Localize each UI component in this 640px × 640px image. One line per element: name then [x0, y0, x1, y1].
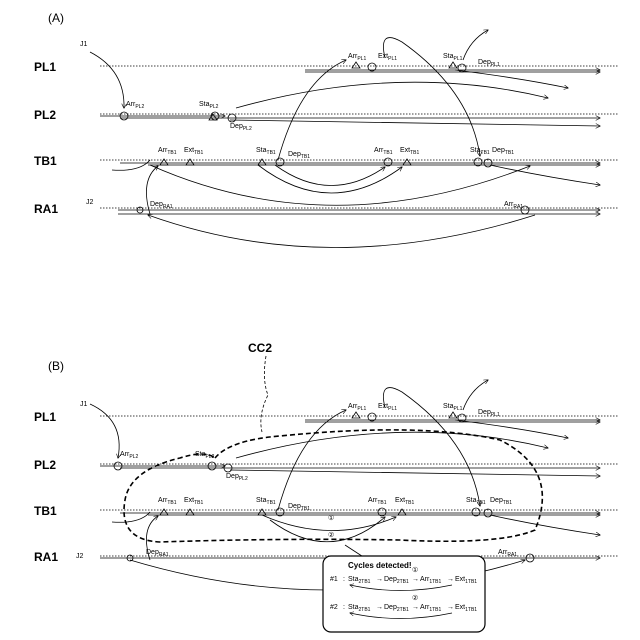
dependency-arc: [463, 380, 488, 410]
event-label: ArrTB1: [158, 147, 177, 156]
panel-b-train-paths: [100, 420, 600, 558]
junction-label: J1: [80, 41, 88, 48]
train-path: [490, 515, 600, 535]
cycle-separator: :: [343, 576, 345, 583]
event-label: DepPL1: [478, 409, 500, 418]
event-label: ArrPL1: [348, 53, 366, 62]
cycle-arrow: →: [447, 576, 454, 583]
event-label: DepPL2: [226, 473, 248, 482]
event-label: ExtTB1: [184, 147, 204, 156]
dependency-arc: [90, 52, 124, 108]
panel-b-label: (B): [48, 359, 64, 373]
event-label: ArrTB1: [374, 147, 393, 156]
event-label: StaTB1: [470, 147, 490, 156]
event-label: ExtTB1: [400, 147, 420, 156]
event-node: [398, 509, 406, 515]
event-label: StaPL2: [199, 101, 219, 110]
event-label: ExtTB1: [395, 497, 415, 506]
train-path: [112, 512, 150, 522]
dependency-arc: [236, 82, 548, 108]
event-label: DepTB1: [288, 151, 310, 160]
event-label: StaPL1: [443, 403, 463, 412]
panel-b-lanes: [100, 416, 618, 556]
event-label: ExtTB1: [184, 497, 204, 506]
event-label: DepPL1: [478, 59, 500, 68]
panel-a: (A) PL1 PL2 TB1 RA1 J1 J2: [34, 11, 618, 248]
lane-label: RA1: [34, 202, 58, 216]
panel-b-event-labels: ArrPL1 ExtPL1 StaPL1 DepPL1 ArrPL2 StaPL…: [120, 403, 517, 558]
lane-label: RA1: [34, 550, 58, 564]
panel-b: (B) CC2 PL1 PL2 TB1 RA1 J1 J2: [34, 341, 618, 632]
event-label: DepTB1: [492, 147, 514, 156]
cycle-boundary-cc2: [124, 430, 542, 542]
panel-a-label: (A): [48, 11, 64, 25]
lane-label: TB1: [34, 504, 57, 518]
panel-a-train-paths: [100, 70, 600, 214]
event-label: ArrRA1: [498, 549, 517, 558]
dependency-arc: [258, 165, 402, 193]
cycle-marker: ①: [412, 566, 418, 574]
lane-label: TB1: [34, 154, 57, 168]
cycle-marker: ②: [412, 594, 418, 602]
event-node: [352, 62, 360, 68]
dependency-arc: [278, 410, 346, 510]
cycles-detected-box: Cycles detected! #1 : Sta2TB1 → Dep2TB1 …: [323, 556, 485, 632]
event-node: [352, 412, 360, 418]
junction-label: J2: [76, 553, 84, 560]
event-label: ArrTB1: [158, 497, 177, 506]
train-path: [230, 470, 600, 476]
event-label: DepTB1: [490, 497, 512, 506]
panel-a-lanes: [100, 66, 618, 208]
event-label: ArrPL2: [126, 101, 144, 110]
lane-label: PL2: [34, 458, 56, 472]
cycle-label: CC2: [248, 341, 272, 355]
cycle-arrow: →: [412, 576, 419, 583]
event-node: [449, 412, 457, 418]
train-path: [112, 160, 150, 170]
event-node: [449, 62, 457, 68]
event-label: StaPL1: [443, 53, 463, 62]
dependency-arc: [90, 404, 119, 458]
dependency-arc: [383, 388, 480, 506]
event-label: ExtPL1: [378, 403, 397, 412]
cycle-leader-line: [261, 356, 268, 432]
event-label: ArrPL2: [120, 451, 138, 460]
cycle-marker: ①: [328, 514, 334, 522]
junction-label: J2: [86, 199, 94, 206]
event-label: DepRA1: [150, 201, 173, 210]
junction-label: J1: [80, 401, 88, 408]
cycle-arrow: →: [376, 576, 383, 583]
dependency-arc: [275, 165, 385, 186]
cycle-id: #1: [330, 576, 338, 583]
event-label: StaTB1: [256, 147, 276, 156]
cycle-id: #2: [330, 604, 338, 611]
event-label: StaTB1: [466, 497, 486, 506]
dependency-arc: [278, 60, 346, 160]
event-label: StaTB1: [256, 497, 276, 506]
lane-label: PL1: [34, 60, 56, 74]
lane-label: PL2: [34, 108, 56, 122]
event-label: DepPL2: [230, 123, 252, 132]
dependency-arc: [383, 38, 480, 156]
lane-label: PL1: [34, 410, 56, 424]
cycle-separator: :: [343, 604, 345, 611]
cycle-arrow: →: [376, 604, 383, 611]
panel-a-event-labels: ArrPL1 ExtPL1 StaPL1 DepPL1 ArrPL2 StaPL…: [126, 53, 523, 210]
event-label: DepTB1: [288, 503, 310, 512]
train-path: [230, 120, 600, 126]
dependency-arc: [148, 215, 535, 248]
cycle-arrow: →: [412, 604, 419, 611]
dependency-arc: [463, 30, 488, 60]
detection-box-title: Cycles detected!: [348, 561, 412, 570]
cycle-marker: ②: [328, 531, 334, 539]
cycle-arrow: →: [447, 604, 454, 611]
event-label: ArrTB1: [368, 497, 387, 506]
event-label: ArrPL1: [348, 403, 366, 412]
event-label: ArrRA1: [504, 201, 523, 210]
event-label: StaPL2: [195, 451, 215, 460]
event-label: ExtPL1: [378, 53, 397, 62]
